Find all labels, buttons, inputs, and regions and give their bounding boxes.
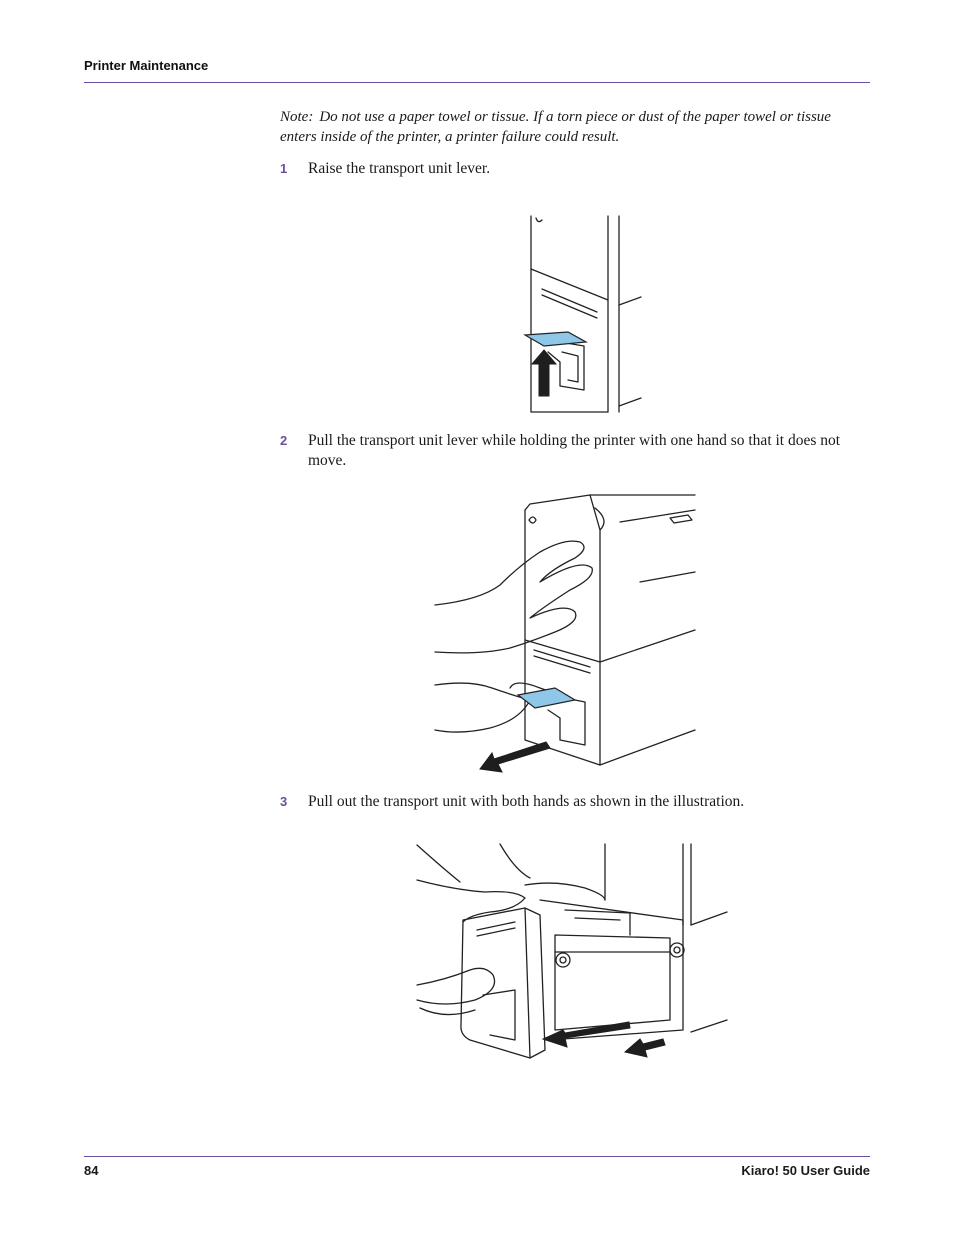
arrow-pull-icon (479, 741, 551, 773)
transport-lever (516, 687, 577, 709)
step-text: Raise the transport unit lever. (308, 160, 491, 177)
transport-lever (523, 331, 588, 347)
note-text: Do not use a paper towel or tissue. If a… (280, 109, 831, 145)
step-number: 1 (280, 161, 288, 176)
arrow-pull-out-icon (541, 1021, 631, 1048)
arrow-pull-out-icon (623, 1038, 666, 1058)
header-rule (84, 82, 870, 83)
figure-raise-lever (523, 215, 642, 413)
step-number: 2 (280, 433, 288, 448)
running-header: Printer Maintenance (84, 58, 209, 73)
figure-pull-out-unit (416, 843, 728, 1059)
note-label: Note: (280, 109, 314, 125)
footer-rule (84, 1156, 870, 1157)
step-3: 3 Pull out the transport unit with both … (280, 792, 870, 812)
step-text: Pull the transport unit lever while hold… (308, 432, 841, 469)
note-paragraph: Note:Do not use a paper towel or tissue.… (280, 107, 870, 147)
step-text: Pull out the transport unit with both ha… (308, 793, 745, 810)
arrow-up-icon (530, 349, 558, 397)
step-1: 1 Raise the transport unit lever. (280, 159, 870, 179)
step-number: 3 (280, 794, 288, 809)
figure-pull-lever (434, 494, 696, 773)
step-2: 2 Pull the transport unit lever while ho… (280, 431, 870, 471)
page-number: 84 (84, 1163, 99, 1178)
guide-title: Kiaro! 50 User Guide (741, 1163, 870, 1178)
